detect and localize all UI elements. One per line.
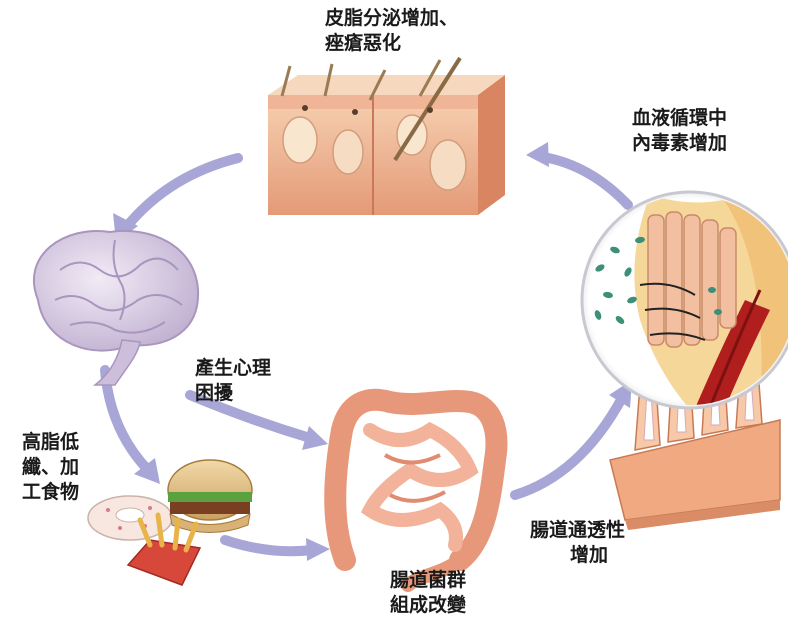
brain-illustration	[34, 231, 198, 385]
label-microbiome-line2: 組成改變	[390, 593, 466, 618]
label-diet-line3: 工食物	[22, 480, 79, 505]
label-permeability: 腸道通透性 增加	[530, 518, 625, 568]
label-skin: 皮脂分泌增加、 痤瘡惡化	[325, 6, 458, 56]
label-microbiome-line1: 腸道菌群	[390, 568, 466, 593]
intestine-illustration	[335, 400, 496, 585]
skin-illustration	[268, 58, 505, 215]
label-toxins-line1: 血液循環中	[632, 106, 727, 131]
arrow-diet-to-gut	[225, 540, 312, 551]
label-toxins: 血液循環中 內毒素增加	[632, 106, 727, 156]
arrowhead-gut-top	[302, 426, 328, 450]
label-skin-line2: 痤瘡惡化	[325, 31, 458, 56]
arrow-circle-to-skin	[543, 157, 628, 205]
label-skin-line1: 皮脂分泌增加、	[325, 6, 458, 31]
arrow-skin-to-brain	[128, 158, 238, 225]
food-illustration	[88, 460, 252, 585]
label-toxins-line2: 內毒素增加	[632, 131, 727, 156]
label-diet-line1: 高脂低	[22, 430, 79, 455]
label-diet-line2: 纖、加	[22, 455, 79, 480]
label-stress: 產生心理 困擾	[195, 356, 271, 406]
label-permeability-line1: 腸道通透性	[530, 518, 625, 543]
label-stress-line1: 產生心理	[195, 356, 271, 381]
magnified-circle	[582, 192, 788, 420]
label-diet: 高脂低 纖、加 工食物	[22, 430, 79, 505]
label-microbiome: 腸道菌群 組成改變	[390, 568, 466, 618]
arrow-gut-to-permeability	[515, 398, 622, 495]
label-permeability-line2: 增加	[530, 543, 625, 568]
arrowhead-gut-bottom	[306, 538, 330, 561]
arrowhead-skin	[526, 142, 549, 167]
label-stress-line2: 困擾	[195, 381, 271, 406]
